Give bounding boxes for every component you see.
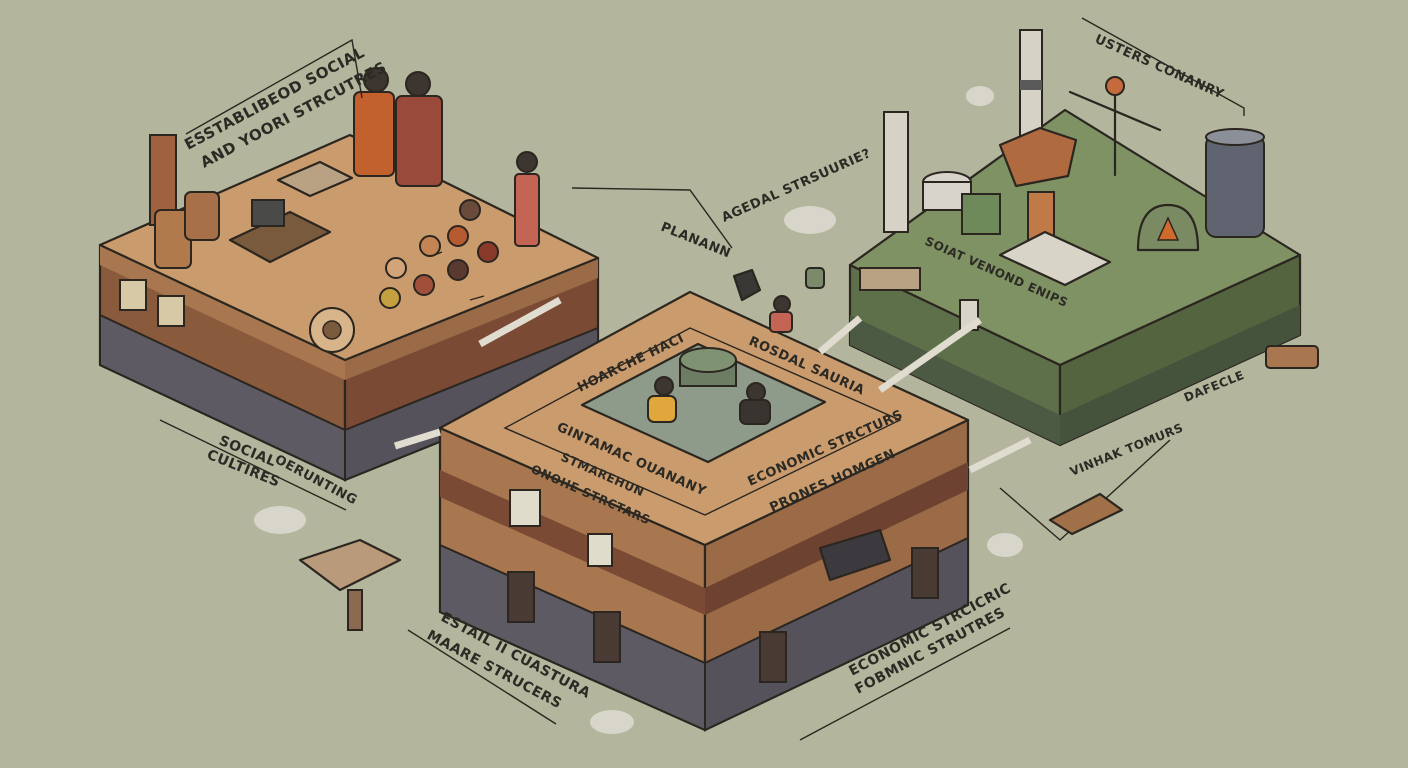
plaque-icon bbox=[157, 295, 185, 327]
token-icon bbox=[477, 241, 499, 263]
person-figure bbox=[395, 71, 443, 187]
center-plaza-mat bbox=[580, 342, 827, 464]
token-icon bbox=[379, 287, 401, 309]
barrel bbox=[184, 191, 220, 241]
sign-icon bbox=[509, 489, 541, 527]
label-planann: PLANANN bbox=[659, 220, 733, 262]
token-icon bbox=[447, 225, 469, 247]
left-social-block bbox=[98, 67, 600, 482]
rock bbox=[998, 126, 1078, 188]
grate bbox=[859, 267, 921, 291]
left-block-top-face bbox=[98, 133, 600, 362]
connector-arrows bbox=[393, 296, 1032, 474]
token-icon bbox=[459, 199, 481, 221]
person-figure bbox=[514, 151, 540, 247]
left-block-tan-front bbox=[100, 245, 345, 380]
person-figure bbox=[739, 382, 771, 425]
token-icon bbox=[413, 274, 435, 296]
fire-icon bbox=[1156, 216, 1180, 241]
side-props bbox=[254, 86, 1319, 734]
token-icon bbox=[385, 257, 407, 279]
token-icon bbox=[419, 235, 441, 257]
left-block-tan-right bbox=[345, 258, 598, 380]
door bbox=[911, 547, 939, 599]
person-figure bbox=[769, 295, 793, 333]
person-figure bbox=[647, 376, 677, 423]
bracket-lines bbox=[159, 17, 1245, 741]
center-foundation-block bbox=[438, 290, 970, 732]
door bbox=[507, 571, 535, 623]
plaque-icon bbox=[119, 279, 147, 311]
silo bbox=[1205, 134, 1265, 238]
person-figure bbox=[353, 67, 395, 177]
chimney bbox=[883, 111, 909, 233]
token-icon bbox=[447, 259, 469, 281]
door bbox=[759, 631, 787, 683]
sign-icon bbox=[587, 533, 613, 567]
right-economic-block bbox=[848, 29, 1302, 447]
crate bbox=[818, 528, 892, 582]
door bbox=[593, 611, 621, 663]
monitor-icon bbox=[251, 199, 285, 227]
